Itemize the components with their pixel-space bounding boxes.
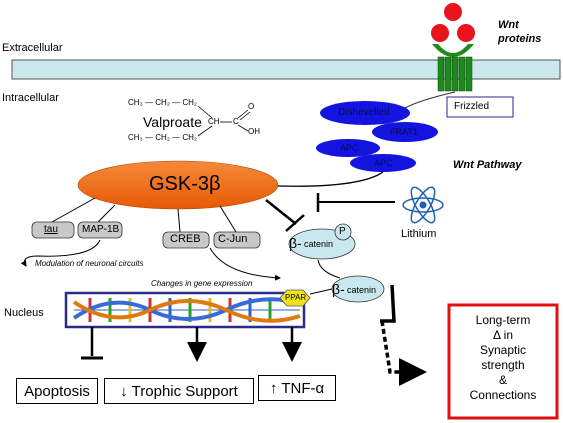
long-term-line-1: Long-term [475,313,531,327]
long-term-dashed-path [380,320,427,386]
valproate-formula-o: O [248,102,255,111]
frat1-label: FRAT1 [390,127,418,137]
wnt-protein-3 [457,24,475,42]
cjun-label: C-Jun [218,233,248,245]
modulation-arrow [20,239,101,267]
wnt-protein-1 [444,3,462,21]
phospho-circle [334,223,352,241]
valproate-formula-top: CH₃ — CH₂ — CH₂ [128,98,198,107]
valproate-formula-c: C [233,117,239,126]
gsk3b-label: GSK-3β [149,173,221,195]
map1b-pill [77,221,123,239]
frizzled-receptor [437,56,473,92]
tnf-box: ↑ TNF-α [258,375,336,401]
phospho-label: P [339,226,346,237]
catenin-label-2: catenin [347,285,377,295]
gsk-to-catenin-bar [285,214,305,232]
apoptosis-label: Apoptosis [24,382,90,400]
long-term-line-5: & [498,373,507,387]
wnt-proteins-label-2: proteins [498,33,542,45]
cell-membrane [11,59,561,80]
tau-pill [31,221,75,239]
ppar-hexagon [279,289,311,307]
frizzled-connector [404,91,456,109]
apc-label-1: APC [340,143,359,153]
frizzled-receptor-cup [432,44,474,57]
apc-ellipse-2 [350,154,416,172]
catenin-beta-1: β- [289,235,302,251]
creb-label: CREB [170,233,201,245]
modulation-label: Modulation of neuronal circuits [35,259,144,268]
long-term-solid-path [380,284,396,323]
catenin-label-1: catenin [304,239,334,249]
gsk-to-catenin-line [265,199,297,225]
apoptosis-box: Apoptosis [16,378,98,404]
apc-ellipse-1 [316,139,380,157]
apc-label-2: APC [374,158,393,168]
gene-changes-label: Changes in gene expression [151,279,253,288]
valproate-formula-oh: OH [248,127,260,136]
gene-change-arrow [209,247,281,281]
long-term-line-6: Connections [469,388,537,402]
intracellular-label: Intracellular [2,92,59,104]
long-term-line-3: Synaptic [479,343,527,357]
lithium-label: Lithium [401,228,437,240]
extracellular-label: Extracellular [2,42,63,54]
long-term-text: Long-term Δ in Synaptic strength & Conne… [449,313,557,403]
long-term-box [447,303,559,420]
nucleus-label: Nucleus [4,307,44,319]
tnf-up-icon: ↑ [269,379,278,397]
ppar-label: PPAR [285,293,307,302]
tnf-label: TNF-α [281,379,325,397]
long-term-line-4: strength [481,358,525,372]
trophic-support-label: Trophic Support [131,382,238,400]
long-term-line-2: Δ in [492,328,514,342]
gsk-to-map1b-line [97,204,116,223]
gsk-to-tau-line [51,197,96,223]
dna-helix [72,297,301,323]
valproate-formula-ch: CH [208,117,220,126]
valproate-label: Valproate [143,114,202,130]
trophic-support-box: ↓ Trophic Support [104,378,254,404]
valproate-formula-bottom: CH₃ — CH₂ — CH₂ [128,133,198,142]
catenin-beta-2: β- [332,281,345,297]
wnt-inhibition-line [277,171,384,187]
cjun-pill [213,231,261,249]
gsk-to-cjun-line [219,205,237,233]
frizzled-label: Frizzled [454,101,490,112]
trophic-down-icon: ↓ [120,382,128,400]
lithium-atom-icon [402,186,444,224]
wnt-protein-2 [431,24,449,42]
wnt-proteins-label-1: Wnt [498,19,519,31]
tau-label: tau [44,224,58,235]
catenin-to-ppar-line [309,288,333,295]
dishevelled-ellipse [320,101,410,125]
gsk-to-creb-line [177,208,181,233]
map1b-label: MAP-1B [82,224,120,235]
creb-pill [162,231,210,249]
wnt-pathway-label: Wnt Pathway [453,159,522,171]
frizzled-box [446,96,514,118]
dishevelled-label: Dishevelled [338,107,390,118]
catenin-translocation-line [317,259,341,279]
frat1-ellipse [372,122,438,142]
